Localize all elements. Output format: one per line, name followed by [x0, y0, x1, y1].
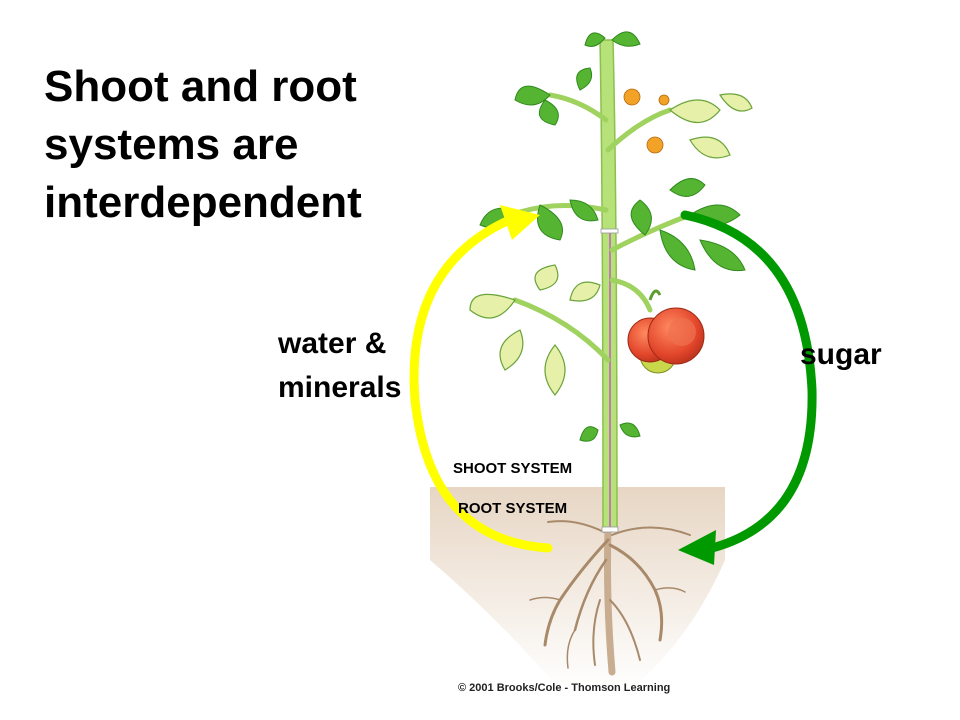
stem	[599, 39, 619, 533]
tomatoes	[627, 289, 705, 374]
slide-title: Shoot and root systems are interdependen…	[44, 58, 444, 232]
pale-leaves	[469, 93, 753, 396]
shoot-system-label: SHOOT SYSTEM	[453, 460, 573, 477]
title-line-2: systems are	[44, 120, 299, 169]
sugar-label: sugar	[800, 338, 882, 371]
roots	[529, 520, 691, 676]
root-system-label: ROOT SYSTEM	[458, 500, 568, 517]
water-arrow	[409, 205, 553, 553]
soil	[430, 487, 725, 690]
flowers	[623, 88, 670, 154]
water-minerals-label: water & minerals	[278, 322, 401, 410]
copyright-credit: © 2001 Brooks/Cole - Thomson Learning	[458, 682, 671, 694]
water-label-line-1: water &	[278, 327, 387, 360]
title-line-1: Shoot and root	[44, 62, 357, 111]
sugar-arrow	[678, 210, 817, 565]
title-line-3: interdependent	[44, 178, 362, 227]
water-label-line-2: minerals	[278, 371, 402, 404]
